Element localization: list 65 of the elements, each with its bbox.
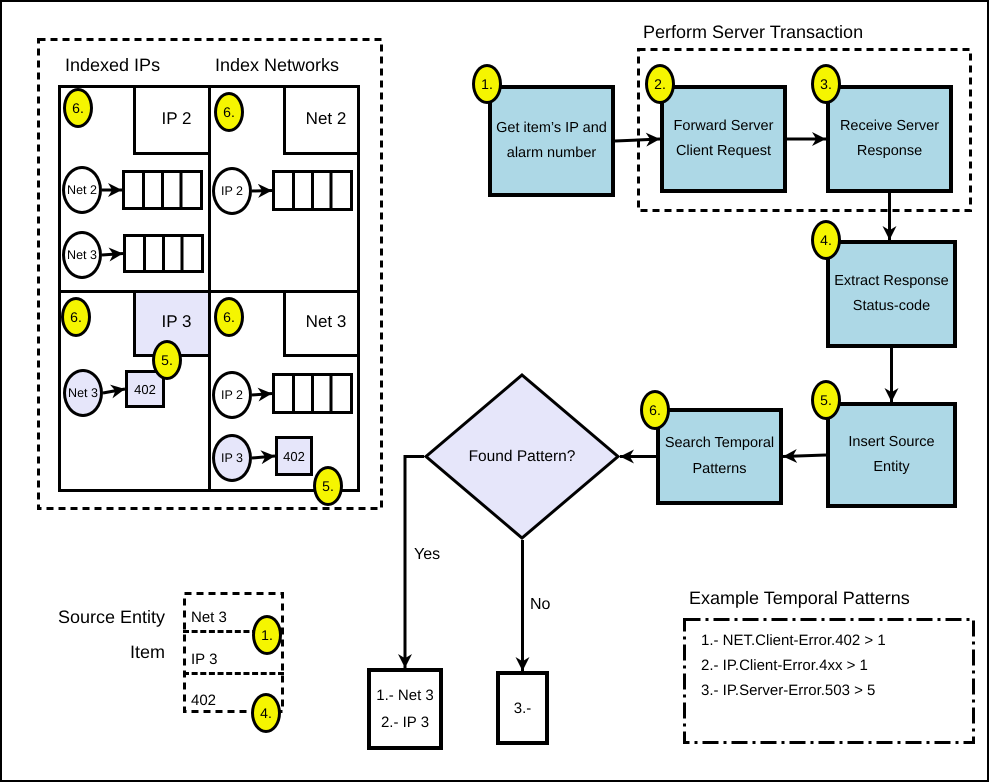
- step-number: 4.: [251, 693, 281, 733]
- arrow: [398, 455, 424, 668]
- process-box: Forward Server Client Request: [660, 85, 787, 193]
- queue-bar: [272, 373, 353, 414]
- index-cell: [58, 290, 211, 492]
- arrow: [782, 449, 826, 463]
- index-cell: [208, 85, 360, 293]
- entry-circle: IP 2: [212, 371, 252, 419]
- status-box: 402: [275, 436, 313, 476]
- entry-circle: Net 2: [62, 166, 102, 214]
- column-heading: Index Networks: [215, 55, 340, 76]
- column-heading: Indexed IPs: [65, 55, 160, 76]
- step-number: 6.: [640, 390, 670, 430]
- arrow: [614, 132, 660, 147]
- result-line: 1.- Net 3: [376, 686, 434, 706]
- entry-circle: Net 3: [62, 231, 102, 279]
- step-number: 6.: [214, 297, 244, 337]
- side-label: Item: [130, 642, 165, 663]
- result-line: 3.-: [514, 698, 532, 718]
- result-box: [496, 671, 549, 745]
- dashed-group-frame: [37, 38, 383, 510]
- key-tab: Net 3: [283, 290, 360, 357]
- result-line: 2.- IP 3: [380, 713, 430, 733]
- result-box: [367, 668, 443, 750]
- arrow: [102, 248, 124, 262]
- step-number: 1.: [472, 64, 502, 104]
- key-tab: Net 2: [283, 85, 360, 155]
- arrow: [882, 193, 896, 240]
- entry-circle: IP 2: [212, 167, 252, 215]
- pattern-rule: 3.- IP.Server-Error.503 > 5: [700, 681, 876, 701]
- pattern-rule: 2.- IP.Client-Error.4xx > 1: [700, 656, 869, 676]
- entry-circle: IP 3: [212, 434, 252, 482]
- step-number: 6.: [63, 88, 93, 128]
- index-cell: [58, 85, 211, 293]
- step-number: 5.: [811, 380, 841, 420]
- arrow: [102, 183, 122, 197]
- step-number: 2.: [645, 64, 675, 104]
- step-number: 6.: [214, 92, 244, 132]
- step-number: 5.: [313, 466, 343, 506]
- queue-bar: [122, 170, 203, 210]
- step-number: 6.: [61, 297, 91, 337]
- group-heading: Example Temporal Patterns: [689, 588, 910, 609]
- arrow: [620, 450, 656, 464]
- arrow: [884, 348, 898, 402]
- key-tab: IP 2: [133, 85, 211, 155]
- queue-bar: [272, 170, 353, 211]
- step-number: 4.: [811, 220, 841, 260]
- step-number: 3.: [811, 64, 841, 104]
- dashed-group-frame: [637, 22, 972, 212]
- arrow: [516, 540, 530, 671]
- queue-bar: [123, 234, 204, 273]
- decision-diamond: Found Pattern?: [424, 373, 620, 540]
- entry-circle: Net 3: [63, 369, 103, 417]
- process-box: Get item’s IP and alarm number: [488, 85, 615, 197]
- side-label: Source Entity: [58, 607, 165, 628]
- arrow: [787, 132, 826, 146]
- group-heading: Perform Server Transaction: [643, 22, 864, 43]
- status-box: 402: [125, 370, 165, 408]
- arrow: [252, 184, 272, 198]
- arrow: [252, 388, 272, 402]
- pattern-rule: 1.- NET.Client-Error.402 > 1: [700, 631, 887, 651]
- index-cell: [208, 290, 360, 492]
- arrow: [102, 384, 126, 398]
- arrow: [252, 450, 276, 464]
- pattern-list-panel: [683, 588, 975, 744]
